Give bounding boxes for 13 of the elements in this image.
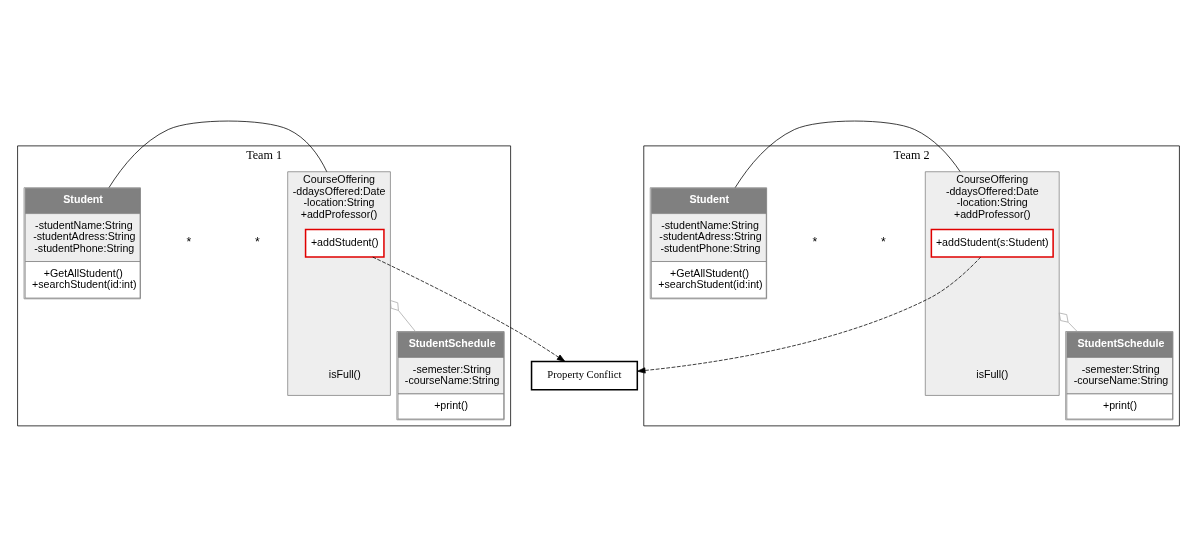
label: * <box>254 235 260 250</box>
node-box: Property Conflict <box>530 360 639 391</box>
node-box: +addStudent() <box>304 228 385 258</box>
connector <box>390 300 416 332</box>
node-box: +addStudent(s:Student) <box>930 228 1054 258</box>
connector <box>734 120 961 188</box>
arrow <box>637 256 981 374</box>
arrow <box>372 256 566 362</box>
label: * <box>881 235 886 250</box>
label: * <box>186 235 192 250</box>
label: * <box>812 235 818 250</box>
connector <box>1058 312 1078 332</box>
connector <box>108 120 328 188</box>
